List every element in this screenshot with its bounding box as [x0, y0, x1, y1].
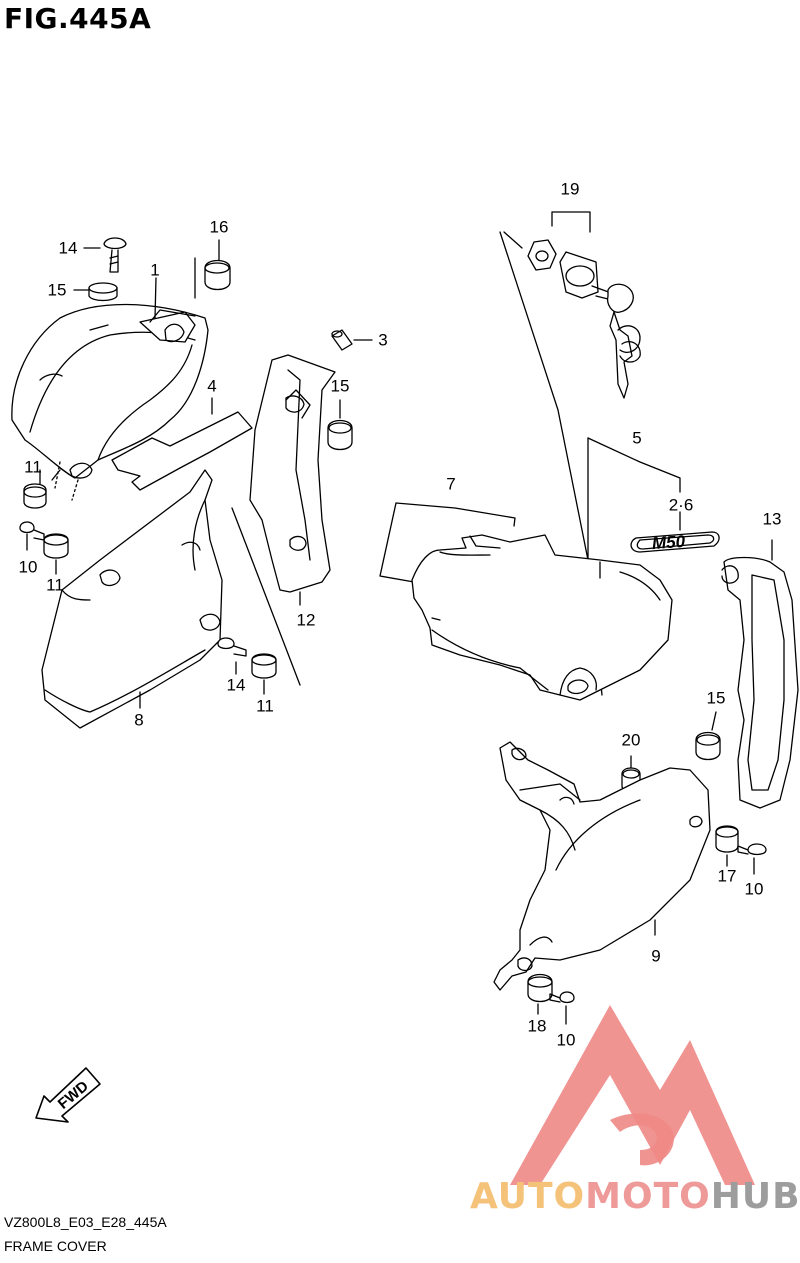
part-10-bolt-left [19, 521, 45, 551]
callout-11-left: 11 [46, 575, 64, 595]
part-7-side-cover [379, 502, 673, 701]
brand-part-hub: HUB [710, 1176, 800, 1217]
callout-15-right: 15 [706, 688, 726, 708]
fwd-arrow-icon: FWD [35, 1067, 101, 1123]
part-10-bolt-right [737, 843, 767, 875]
part-13-bracket [721, 539, 799, 809]
part-12-vertical-bracket [249, 354, 336, 606]
part-16-grommet [204, 259, 231, 291]
part-19-key-lock [527, 211, 641, 399]
part-18-bushing [527, 973, 553, 1015]
outline-line-c [503, 231, 523, 249]
part-5-leader [587, 437, 681, 559]
callout-10-bottom: 10 [556, 1030, 576, 1050]
part-14-bolt-top [103, 237, 127, 273]
callout-16: 16 [209, 217, 229, 237]
part-10-bolt-bottom [549, 991, 575, 1025]
callout-5: 5 [632, 428, 642, 448]
callout-15-top: 15 [47, 280, 67, 300]
callout-20: 20 [621, 730, 641, 750]
callout-4: 4 [207, 376, 217, 396]
emblem-m50-text: M50 [651, 531, 686, 554]
brand-part-auto: AUTO [470, 1176, 586, 1217]
part-11-bushing-a [23, 483, 47, 509]
figure-title: FIG.445A [4, 2, 152, 35]
part-11-bushing-b [43, 533, 69, 575]
brand-part-moto: MOTO [585, 1176, 711, 1217]
outline-line-a [231, 507, 301, 686]
callout-10-left: 10 [18, 557, 38, 577]
part-1-front-cover [11, 303, 209, 501]
part-14-bolt-mid [217, 637, 247, 675]
part-2-emblem [630, 531, 720, 553]
callout-17: 17 [717, 866, 737, 886]
part-3-spacer [331, 329, 373, 351]
watermark-logo [510, 1005, 755, 1185]
callout-9: 9 [651, 946, 661, 966]
callout-10-right: 10 [744, 879, 764, 899]
part-15-grommet-mid [327, 399, 353, 451]
callout-14-top: 14 [58, 238, 78, 258]
part-9-side-cover [493, 741, 711, 991]
figure-code: VZ800L8_E03_E28_445A [4, 1214, 167, 1230]
callout-8: 8 [134, 710, 144, 730]
callout-11-top: 11 [24, 457, 42, 477]
callout-11-mid: 11 [256, 696, 274, 716]
part-17-bushing [715, 825, 739, 867]
callout-7: 7 [446, 474, 456, 494]
callout-18: 18 [527, 1016, 547, 1036]
callout-15-mid: 15 [330, 376, 350, 396]
figure-name: FRAME COVER [4, 1238, 107, 1254]
callout-12: 12 [296, 610, 316, 630]
part-15-grommet-right [695, 711, 721, 761]
callout-2-6: 2·6 [668, 495, 694, 515]
watermark-brand: AUTOMOTOHUB [470, 1176, 800, 1217]
callout-19: 19 [560, 179, 580, 199]
part-8-side-cover [41, 469, 223, 729]
callout-1: 1 [150, 260, 160, 280]
leaders-top-left [39, 239, 220, 486]
callout-13: 13 [762, 509, 782, 529]
callout-3: 3 [378, 330, 388, 350]
part-11-bushing-c [251, 653, 277, 695]
part-15-grommet-top [88, 282, 118, 302]
callout-14-mid: 14 [226, 675, 246, 695]
part-4-bracket [111, 397, 253, 491]
